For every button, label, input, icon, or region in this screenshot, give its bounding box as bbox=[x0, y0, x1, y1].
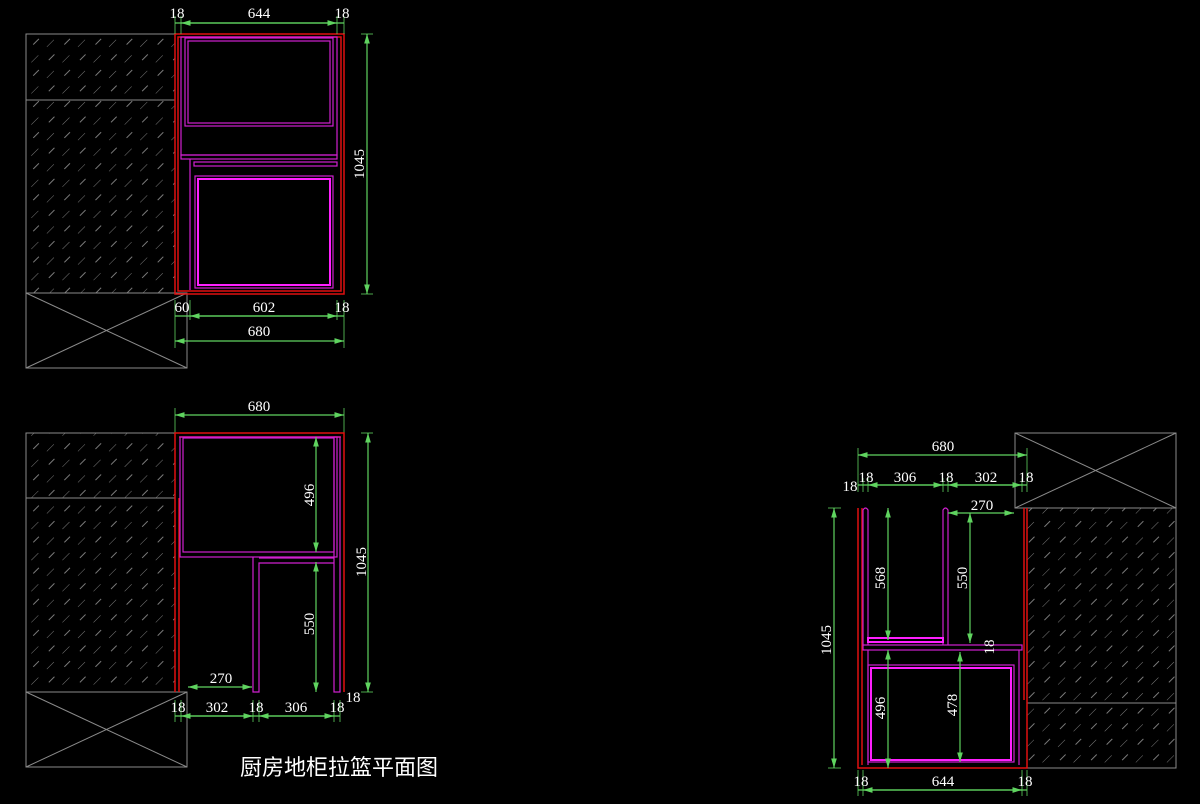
wall-hatched bbox=[25, 33, 176, 294]
dim-label: 602 bbox=[253, 300, 276, 316]
dim-label: 306 bbox=[894, 470, 917, 486]
partitions bbox=[862, 507, 1023, 765]
dim-label: 18 bbox=[335, 6, 350, 22]
dim-label: 18 bbox=[1019, 470, 1034, 486]
dim-label: 568 bbox=[873, 567, 889, 590]
cabinet-outline bbox=[857, 508, 1028, 769]
dim-label: 18 bbox=[335, 300, 350, 316]
dim-label: 18 bbox=[330, 700, 345, 716]
dim-height: 1045 bbox=[352, 33, 373, 295]
dim-label: 1045 bbox=[819, 625, 835, 655]
dim-label: 60 bbox=[175, 300, 190, 316]
dim-label: 18 bbox=[1018, 774, 1033, 790]
wall-hatched bbox=[25, 432, 176, 693]
dim-label: 644 bbox=[248, 6, 271, 22]
dim-label: 478 bbox=[945, 694, 961, 717]
dim-top-row: 18 18 306 18 302 18 bbox=[843, 470, 1034, 495]
appliance-box-x bbox=[25, 691, 188, 768]
dim-label: 270 bbox=[971, 498, 994, 514]
dim-verticals: 568 550 18 1045 496 478 bbox=[819, 507, 998, 769]
wall-hatched bbox=[1026, 507, 1177, 769]
dim-label: 496 bbox=[302, 483, 318, 506]
dim-label: 18 bbox=[170, 6, 185, 22]
dim-label: 270 bbox=[210, 671, 233, 687]
plan-right: 680 18 18 306 18 302 18 270 568 550 18 bbox=[819, 432, 1177, 796]
dim-depths: 496 550 1045 bbox=[302, 432, 373, 693]
plan-top-left: 18 644 18 1045 60 602 18 680 bbox=[25, 6, 373, 369]
appliance-box-x bbox=[1014, 432, 1177, 509]
dim-label: 550 bbox=[302, 613, 318, 636]
dim-label: 18 bbox=[171, 700, 186, 716]
cabinet-outline bbox=[174, 33, 345, 295]
dim-top-row: 18 644 18 bbox=[170, 6, 350, 34]
appliance-box-x bbox=[25, 292, 188, 369]
plan-bottom-left: 680 496 550 1045 bbox=[25, 399, 438, 781]
dim-opening: 270 bbox=[948, 498, 1014, 516]
dim-opening: 270 bbox=[188, 671, 252, 690]
dim-label: 680 bbox=[248, 324, 271, 340]
dim-label: 496 bbox=[873, 696, 889, 719]
dim-label: 1045 bbox=[354, 547, 370, 577]
lower-basket bbox=[867, 664, 1015, 763]
dim-label: 18 bbox=[859, 470, 874, 486]
upper-basket bbox=[180, 36, 338, 156]
drawing-title: 厨房地柜拉篮平面图 bbox=[240, 756, 438, 781]
dim-label: 306 bbox=[285, 700, 308, 716]
dim-label: 18 bbox=[939, 470, 954, 486]
dim-label: 550 bbox=[955, 567, 971, 590]
dim-label: 302 bbox=[206, 700, 229, 716]
dim-label: 1045 bbox=[352, 149, 368, 179]
dim-bottom-row: 18 302 18 306 18 18 bbox=[171, 690, 361, 722]
dim-label: 18 bbox=[982, 640, 998, 655]
dim-overall-width: 680 bbox=[857, 439, 1028, 492]
lower-partition bbox=[252, 436, 341, 693]
dim-label: 680 bbox=[248, 399, 271, 415]
dim-label: 680 bbox=[932, 439, 955, 455]
dim-label: 18 bbox=[346, 690, 361, 706]
dim-bottom-row: 18 644 18 bbox=[854, 770, 1033, 796]
dim-label: 18 bbox=[843, 479, 858, 495]
dim-label: 302 bbox=[975, 470, 998, 486]
dim-label: 644 bbox=[932, 774, 955, 790]
dim-label: 18 bbox=[249, 700, 264, 716]
dim-bottom-row: 60 602 18 680 bbox=[175, 300, 350, 348]
lower-basket bbox=[180, 154, 338, 290]
dim-overall-width: 680 bbox=[174, 399, 345, 433]
dim-label: 18 bbox=[854, 774, 869, 790]
